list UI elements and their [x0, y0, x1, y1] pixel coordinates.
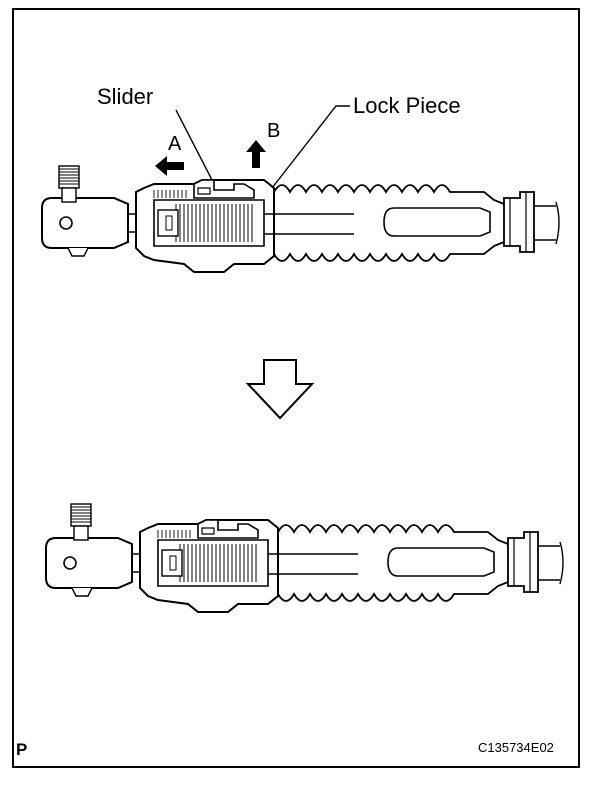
arrow-b-label: B — [267, 120, 280, 142]
arrow-up-icon — [246, 140, 266, 168]
corner-mark: P — [16, 740, 27, 759]
slider-label: Slider — [97, 84, 153, 109]
arrow-a-label: A — [168, 133, 182, 155]
hollow-down-arrow-icon — [245, 359, 315, 420]
figure-code: C135734E02 — [478, 740, 554, 755]
lock-piece-label: Lock Piece — [353, 93, 461, 118]
figure-frame — [12, 8, 580, 768]
lock-piece-leader-line — [271, 105, 350, 189]
tie-rod-assembly-before — [41, 165, 560, 273]
slider-leader-line — [175, 109, 213, 181]
tie-rod-assembly-after — [45, 503, 564, 613]
arrow-left-icon — [155, 156, 184, 176]
